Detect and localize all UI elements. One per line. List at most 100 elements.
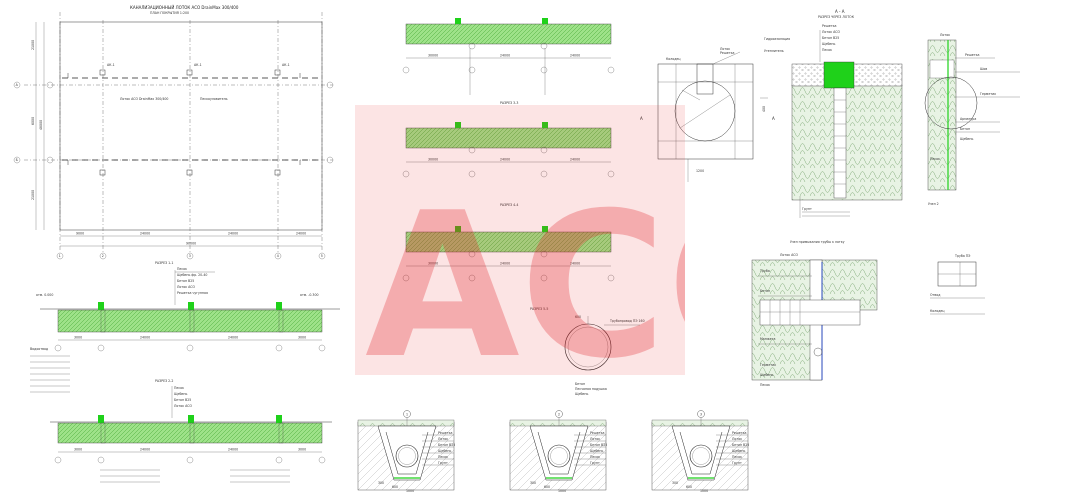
svg-text:24000: 24000 (570, 262, 580, 266)
svg-text:Герметик: Герметик (760, 363, 776, 367)
trench-section-label: Бетон B25 (438, 443, 455, 447)
svg-text:Манжета: Манжета (760, 337, 775, 341)
trench-section-label: Решетка (732, 431, 747, 435)
plan-outline (59, 21, 323, 231)
svg-text:Щебень: Щебень (575, 392, 588, 396)
svg-text:Колодец: Колодец (666, 57, 681, 61)
svg-text:отм. -0.300: отм. -0.300 (300, 293, 319, 297)
svg-text:24000: 24000 (570, 158, 580, 162)
svg-text:24000: 24000 (228, 448, 238, 452)
svg-text:Песок: Песок (822, 48, 832, 52)
section-1-1-leaders: Песок Щебень фр. 20-40 Бетон B25 Лоток A… (30, 267, 319, 351)
svg-text:30000: 30000 (428, 262, 438, 266)
svg-text:24000: 24000 (228, 232, 238, 236)
svg-text:1: 1 (59, 254, 61, 258)
plan-mark-3: АК-1 (282, 63, 290, 67)
svg-text:Песок: Песок (174, 386, 184, 390)
section-5-5-title: РАЗРЕЗ 5-5 (530, 307, 548, 311)
svg-text:24000: 24000 (140, 232, 150, 236)
svg-text:24000: 24000 (140, 448, 150, 452)
svg-text:24000: 24000 (500, 158, 510, 162)
svg-text:Песчаная подушка: Песчаная подушка (575, 387, 607, 391)
trench-section-dim: 600 (544, 485, 550, 489)
section-aa-leaders: Решетка Лоток ACO Бетон B25 Щебень Песок… (764, 24, 850, 218)
svg-text:Арматура: Арматура (960, 117, 976, 121)
svg-text:Лоток: Лоток (720, 47, 730, 51)
svg-text:48000: 48000 (39, 120, 43, 130)
trench-section-dim: 600 (686, 485, 692, 489)
svg-text:Решетка: Решетка (720, 51, 735, 55)
plan-trench-lines (62, 77, 320, 161)
plan-subtitle: ПЛАН ПОКРЫТИЯ 1:200 (150, 11, 189, 15)
plan-dimensions-left: 21000 6000 21000 48000 (31, 22, 45, 230)
svg-text:Бетон B25: Бетон B25 (177, 279, 194, 283)
svg-text:Бетон: Бетон (760, 289, 770, 293)
trench-section-number: 1 (406, 412, 408, 416)
section-1-1-title: РАЗРЕЗ 1-1 (155, 261, 173, 265)
trench-section-label: Лоток (590, 437, 600, 441)
svg-text:Щебень фр. 20-40: Щебень фр. 20-40 (177, 273, 207, 277)
svg-text:3000: 3000 (74, 448, 82, 452)
trench-section-dim: 300 (530, 481, 536, 485)
roof-plan: КАНАЛИЗАЦИОННЫЙ ЛОТОК ACO DrainMax 300/4… (13, 5, 334, 260)
svg-text:отм. 0.000: отм. 0.000 (36, 293, 53, 297)
svg-text:Песок: Песок (177, 267, 187, 271)
svg-text:3: 3 (189, 254, 191, 258)
svg-text:6000: 6000 (31, 117, 35, 125)
svg-text:Лоток ACO: Лоток ACO (177, 285, 195, 289)
plan-node: Колодец Лоток Решетка А А 400 1200 (640, 47, 775, 182)
section-1-1-well-1 (98, 302, 104, 310)
svg-text:Бетон: Бетон (960, 127, 970, 131)
trench-section-label: Бетон B25 (732, 443, 749, 447)
trench-section-label: Лоток (732, 437, 742, 441)
svg-text:Щебень: Щебень (174, 392, 187, 396)
junction-right-detail: Труба ПЭ Отвод Колодец (930, 254, 985, 315)
trench-section-label: Песок (732, 455, 742, 459)
trench-section-dim: 300 (672, 481, 678, 485)
svg-text:1200: 1200 (696, 169, 704, 173)
svg-text:Колодец: Колодец (930, 309, 945, 313)
section-1-1-well-3 (276, 302, 282, 310)
svg-text:Труба: Труба (759, 269, 770, 273)
trench-section-dim: 300 (378, 481, 384, 485)
svg-text:Грунт: Грунт (802, 207, 812, 211)
section-1-1-notes (30, 355, 70, 393)
svg-text:90000: 90000 (186, 242, 196, 246)
svg-text:Щебень: Щебень (760, 373, 773, 377)
section-1-1-dims: 3000 24000 24000 3000 (54, 336, 326, 352)
trench-section-label: Грунт (438, 461, 448, 465)
svg-text:Лоток ACO: Лоток ACO (174, 404, 192, 408)
svg-text:Решетка: Решетка (965, 53, 980, 57)
svg-text:Лоток ACO: Лоток ACO (822, 30, 840, 34)
section-4-4-title: РАЗРЕЗ 4-4 (500, 203, 518, 207)
svg-text:3000: 3000 (74, 336, 82, 340)
svg-text:Гидроизоляция: Гидроизоляция (764, 37, 790, 41)
svg-text:600: 600 (575, 315, 581, 319)
junction-title: Узел примыкания трубы к лотку (790, 240, 845, 244)
svg-text:5: 5 (321, 254, 323, 258)
svg-text:Бетон: Бетон (575, 382, 585, 386)
section-5-5: 30000 24000 24000 РАЗРЕЗ 5-5 (402, 226, 615, 311)
svg-text:2: 2 (102, 254, 104, 258)
plan-mark-2: АК-1 (194, 63, 202, 67)
svg-text:21000: 21000 (31, 190, 35, 200)
svg-text:Трубопровод ПЭ 160: Трубопровод ПЭ 160 (609, 319, 645, 323)
trench-section-label: Щебень (438, 449, 451, 453)
svg-text:30000: 30000 (428, 54, 438, 58)
svg-text:Шов: Шов (980, 67, 987, 71)
svg-text:А: А (772, 116, 775, 121)
svg-text:Бетон B25: Бетон B25 (822, 36, 839, 40)
plan-well-label: Пескоуловитель (200, 97, 228, 101)
plan-node-cut-a: А (640, 116, 643, 121)
trench-section-label: Решетка (438, 431, 453, 435)
trench-section-label: Бетон B25 (590, 443, 607, 447)
trench-section-dim: 1000 (406, 489, 414, 493)
trench-section-dim: 1000 (558, 489, 566, 493)
svg-text:4: 4 (277, 254, 279, 258)
trench-section-label: Песок (438, 455, 448, 459)
svg-text:А: А (16, 83, 19, 87)
plan-axis-bubbles: 1 2 3 4 5 А Б (13, 81, 334, 260)
